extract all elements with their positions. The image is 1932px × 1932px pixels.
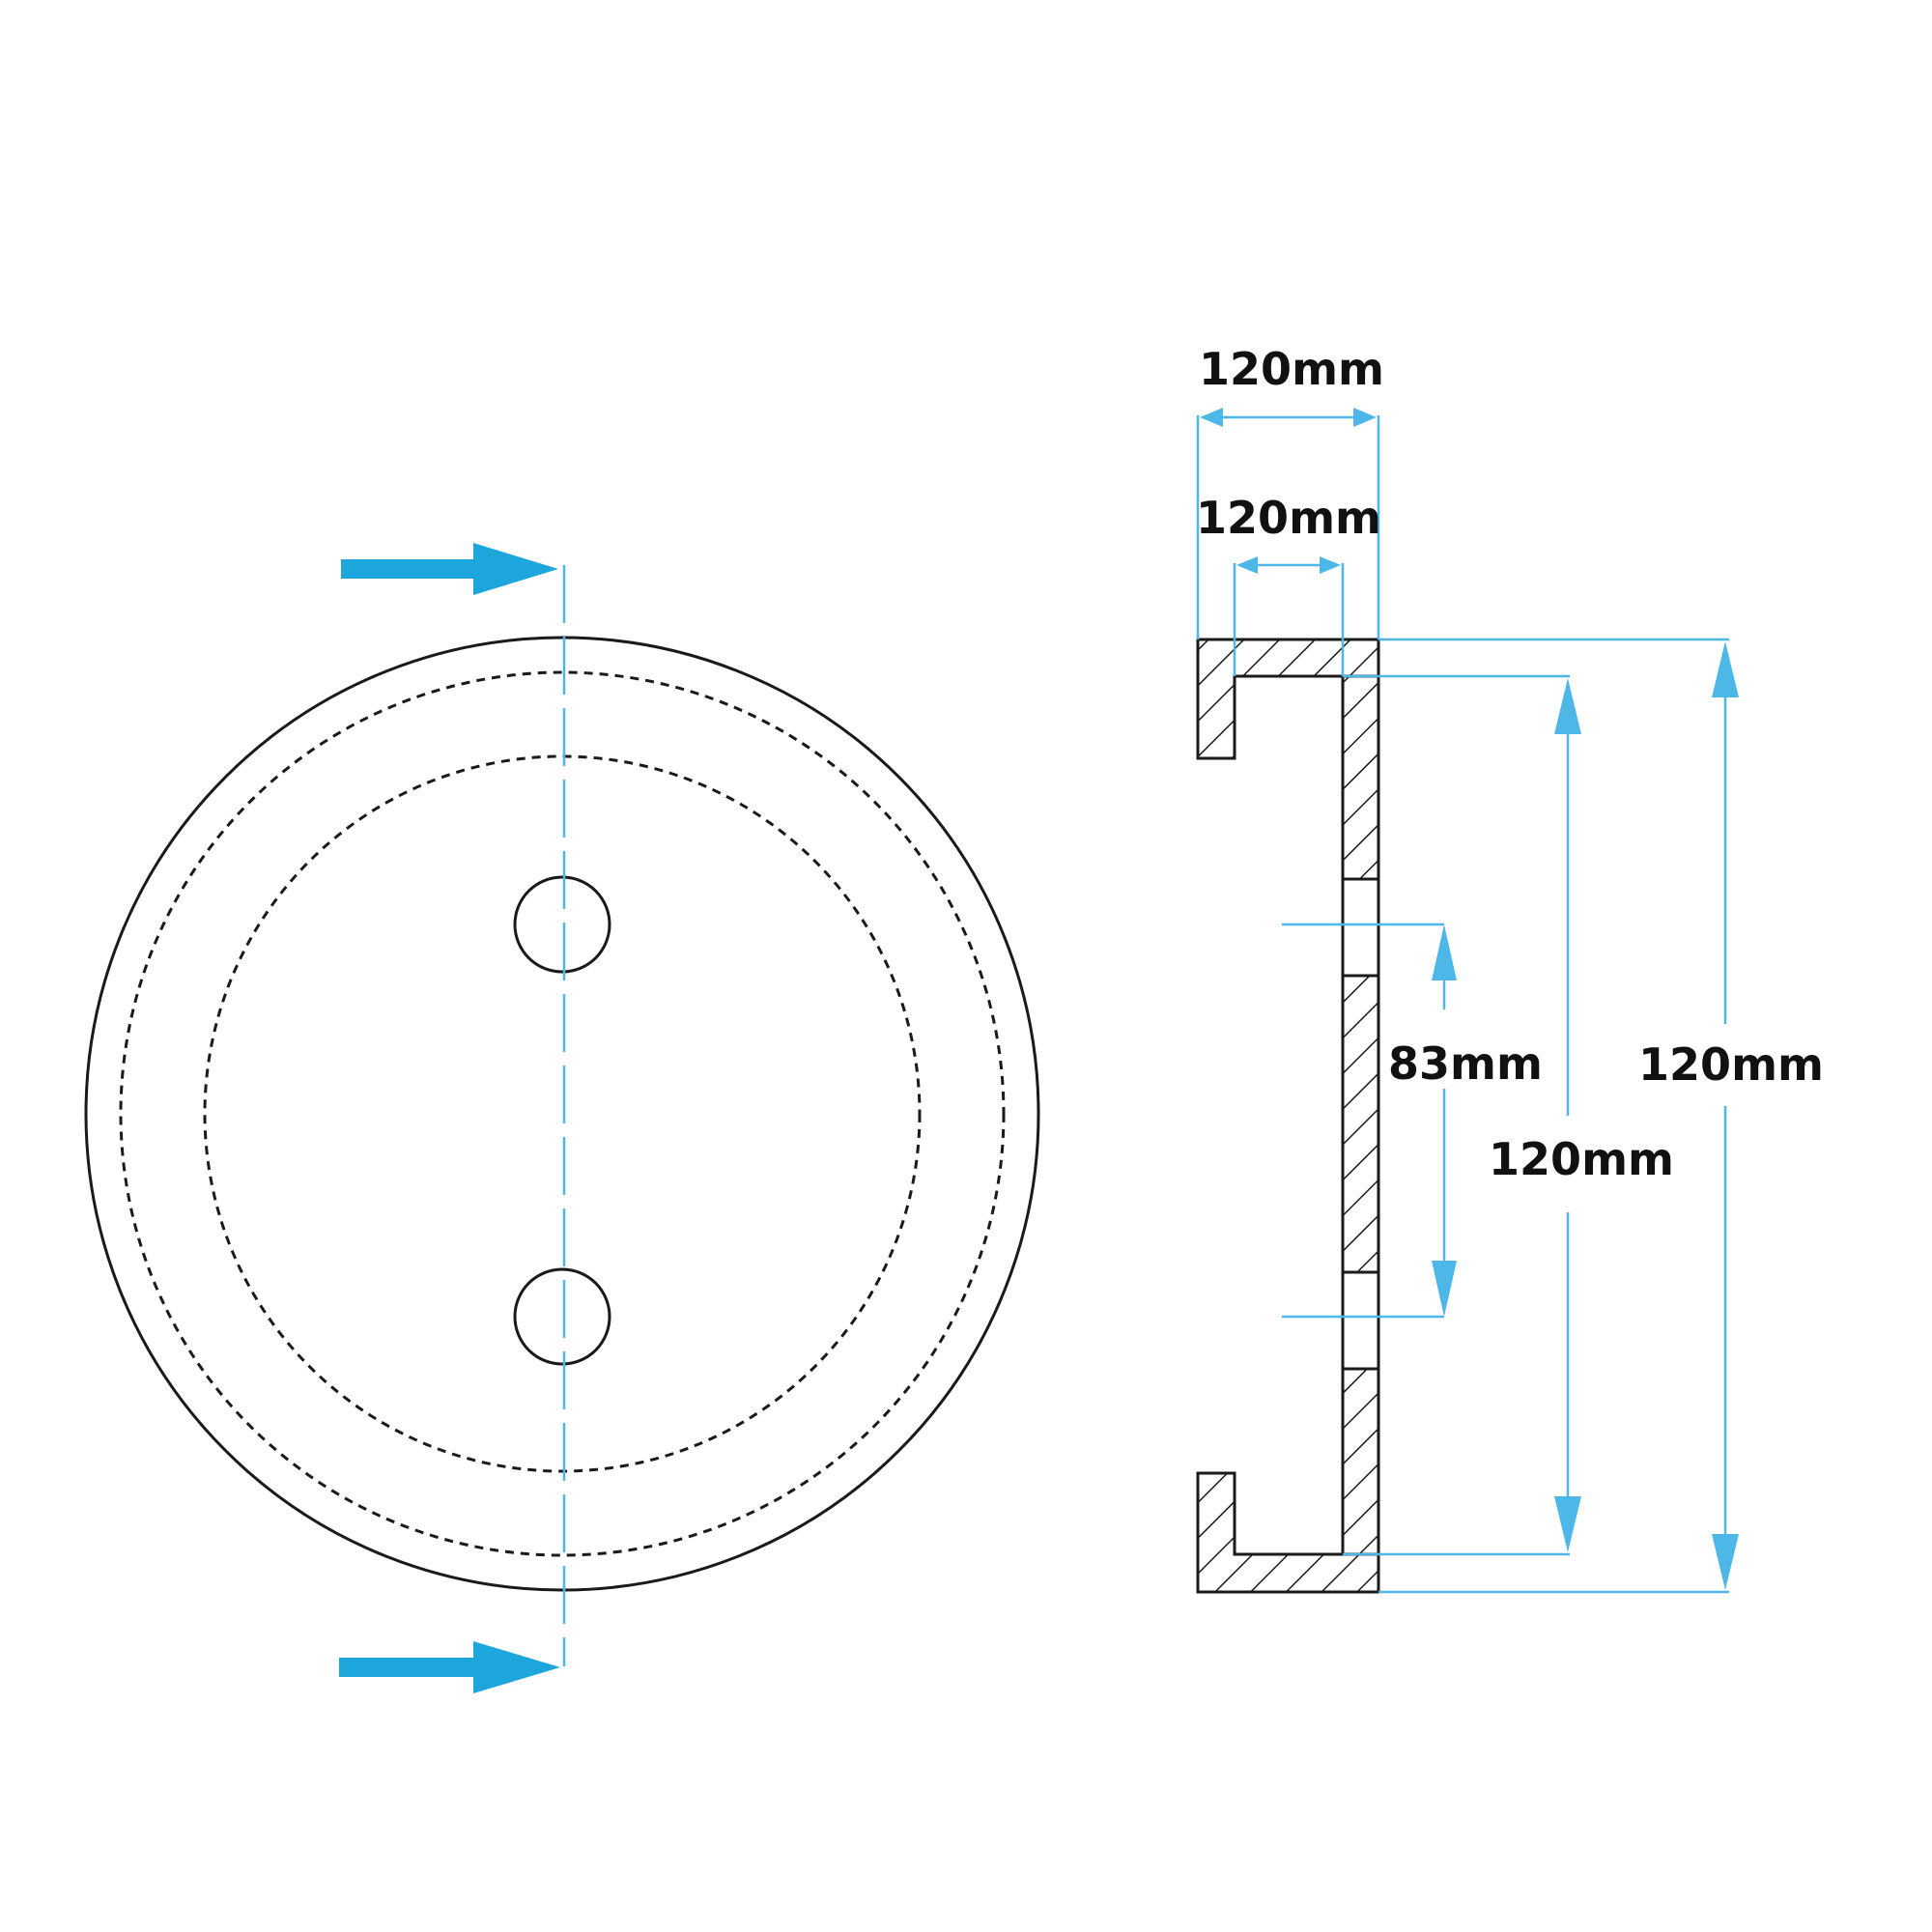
dim-label-outer-height: 120mm	[1638, 1038, 1824, 1091]
section-web-gap-bottom	[1341, 1270, 1380, 1371]
lower-hole	[513, 1267, 611, 1366]
dimension-top-inner: 120mm	[1196, 492, 1381, 676]
dim-label-top-inner: 120mm	[1196, 492, 1381, 544]
dim-label-top-outer: 120mm	[1199, 343, 1384, 395]
section-web-top	[1341, 674, 1380, 881]
section-web-middle	[1341, 974, 1380, 1274]
outer-dashed-circle	[119, 670, 1006, 1557]
section-arrow-bottom	[339, 1641, 560, 1693]
dim-label-inner-height: 120mm	[1489, 1133, 1674, 1185]
outer-rim-circle	[84, 636, 1040, 1592]
inner-dashed-circle	[203, 754, 922, 1473]
dimension-top-outer: 120mm	[1196, 343, 1384, 639]
upper-hole	[513, 875, 611, 974]
dim-label-hole-spacing: 83mm	[1388, 1037, 1543, 1090]
section-arrow-top	[341, 543, 558, 595]
front-view	[84, 543, 1040, 1693]
dimension-outer-height: 120mm	[1378, 638, 1824, 1594]
section-web-gap-top	[1341, 877, 1380, 978]
section-web-bottom	[1341, 1367, 1380, 1556]
dimension-hole-spacing: 83mm	[1282, 923, 1543, 1319]
dimension-inner-height: 120mm	[1343, 674, 1674, 1556]
section-view	[1196, 638, 1380, 1594]
